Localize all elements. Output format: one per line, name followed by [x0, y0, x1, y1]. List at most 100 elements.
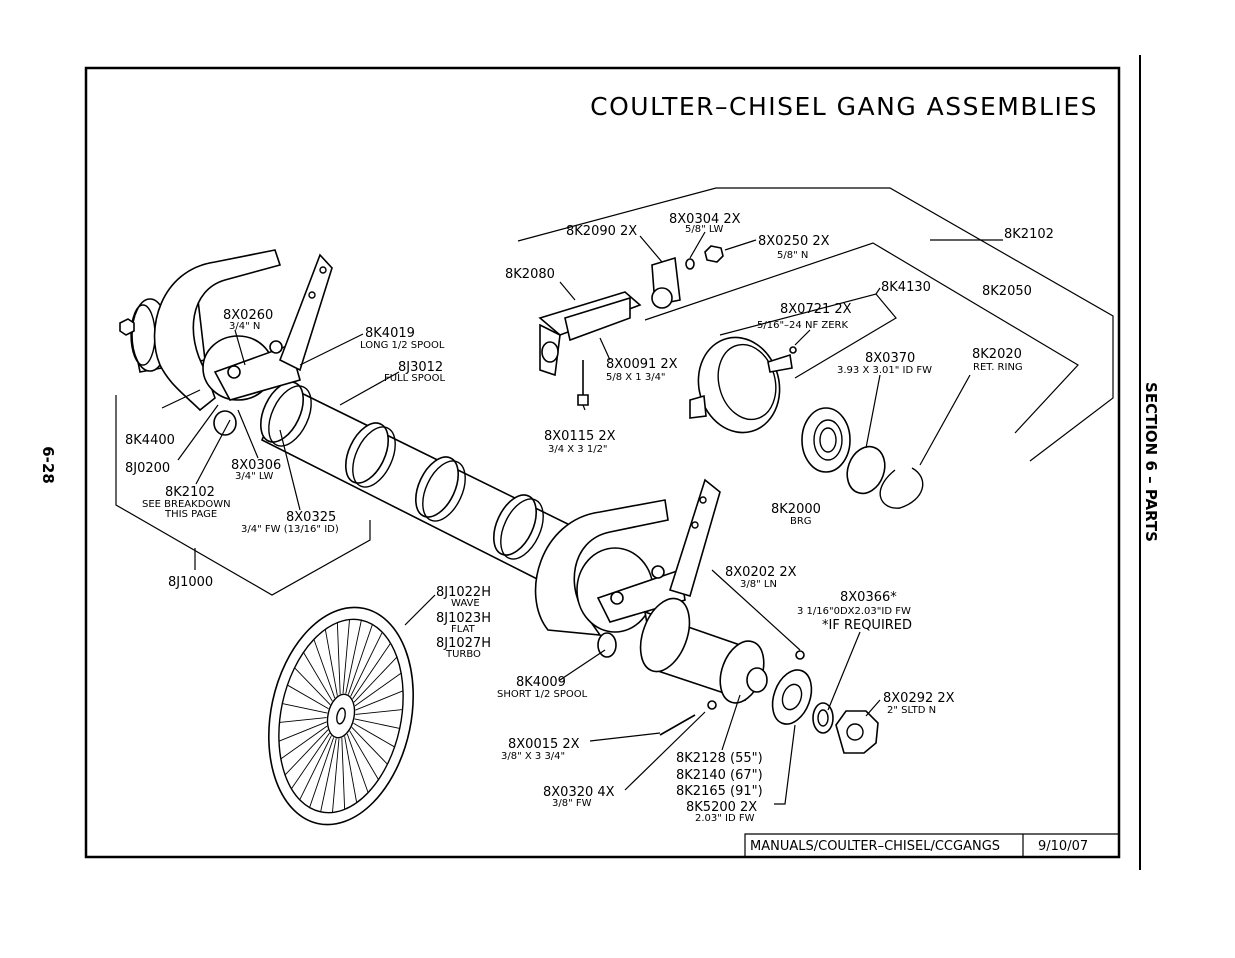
diagram-border — [84, 66, 1121, 859]
disc-spoke — [347, 624, 373, 695]
part-label: 8K2140 (67") — [676, 768, 763, 783]
part-desc: 3/8" X 3 3/4" — [501, 751, 565, 762]
part-desc: 5/16"–24 NF ZERK — [757, 320, 848, 331]
part-desc: TURBO — [445, 649, 481, 660]
part-label: 8K2080 — [505, 267, 555, 282]
part-desc: WAVE — [451, 598, 480, 609]
disc-spoke — [299, 735, 332, 800]
part-desc: FULL SPOOL — [384, 373, 446, 384]
disc-spoke — [332, 738, 340, 813]
part-label: 8X0250 2X — [758, 234, 830, 249]
part-desc: THIS PAGE — [164, 509, 217, 520]
disc-spoke — [324, 629, 338, 696]
part-desc: 3/4" LW — [235, 471, 274, 482]
disc-spoke — [354, 718, 400, 729]
part-desc: 2" SLTD N — [887, 705, 936, 716]
gang-shaft-spools — [260, 381, 582, 590]
part-label: 8K2102 — [1004, 227, 1054, 242]
part-desc: 5/8 X 1 3/4" — [606, 372, 666, 383]
part-label: 8X0320 4X — [543, 785, 615, 800]
disc-spoke — [341, 737, 346, 810]
part-desc: 3 1/16"0DX2.03"ID FW — [797, 606, 911, 617]
disc-spoke — [342, 619, 350, 694]
part-desc: 3/8" FW — [552, 798, 592, 809]
part-desc: SHORT 1/2 SPOOL — [497, 689, 588, 700]
disc-spoke — [354, 672, 402, 707]
disc-spoke — [351, 726, 388, 765]
part-label: 8X0091 2X — [606, 357, 678, 372]
part-desc: BRG — [790, 516, 812, 527]
part-desc: LONG 1/2 SPOOL — [360, 340, 445, 351]
disc-spoke — [278, 721, 327, 742]
part-desc: 3/4 X 3 1/2" — [548, 444, 608, 455]
disc-spoke — [294, 667, 331, 706]
disc-spoke — [313, 639, 336, 699]
part-label: 8K4400 — [125, 433, 175, 448]
end-hardware — [659, 650, 879, 754]
disc-spoke — [284, 729, 329, 776]
bearing-hub-parts — [538, 245, 924, 509]
disc-blade — [268, 606, 414, 826]
part-note: *IF REQUIRED — [822, 618, 912, 633]
part-label: 8J1023H — [436, 611, 491, 626]
part-desc: 3.93 X 3.01" ID FW — [837, 365, 932, 376]
part-label: 8K2102 — [165, 485, 215, 500]
part-label: 8K4009 — [516, 675, 566, 690]
part-label: 8X0306 — [231, 458, 281, 473]
part-label: 8X0015 2X — [508, 737, 580, 752]
part-label: 8J1000 — [168, 575, 213, 590]
part-label: 8X0304 2X — [669, 212, 741, 227]
diagram-title: COULTER–CHISEL GANG ASSEMBLIES — [590, 92, 1098, 121]
part-desc: SEE BREAKDOWN — [142, 499, 231, 510]
disc-spoke — [355, 709, 403, 715]
section-label: SECTION 6 – PARTS — [1142, 382, 1160, 542]
disc-spoke — [320, 738, 337, 812]
part-label: 8K2050 — [982, 284, 1032, 299]
part-desc: 5/8" N — [777, 250, 808, 261]
part-label: 8K2020 — [972, 347, 1022, 362]
part-label: 8K4130 — [881, 280, 931, 295]
page-number: 6-28 — [39, 446, 57, 484]
part-label: 8X0366* — [840, 590, 897, 605]
part-label: 8J1027H — [436, 636, 491, 651]
part-label: 8X0721 2X — [780, 302, 852, 317]
part-label: 8K2165 (91") — [676, 784, 763, 799]
leader-lines — [161, 231, 1003, 805]
part-label: 8X0325 — [286, 510, 336, 525]
part-labels: 8K2102 8K2090 2X 8X0304 2X 5/8" LW 8X025… — [125, 212, 1054, 824]
part-label: 8K2090 2X — [566, 224, 637, 239]
part-label: 8X0292 2X — [883, 691, 955, 706]
part-desc: FLAT — [451, 624, 476, 635]
part-label: 8K4019 — [365, 326, 415, 341]
disc-spoke — [349, 730, 379, 780]
part-desc: 5/8" LW — [685, 224, 724, 235]
group-outlines — [115, 187, 1114, 596]
disc-spoke — [344, 736, 358, 803]
disc-spoke — [345, 620, 362, 694]
disc-spoke — [279, 717, 327, 723]
part-label: 8X0115 2X — [544, 429, 616, 444]
part-desc: RET. RING — [973, 362, 1023, 373]
part-label: 8J3012 — [398, 360, 443, 375]
part-desc: 3/4" N — [229, 321, 260, 332]
part-desc: 3/4" FW (13/16" ID) — [241, 524, 339, 535]
right-bearing-assembly — [534, 478, 768, 704]
part-label: 8J0200 — [125, 461, 170, 476]
disc-spoke — [282, 703, 328, 714]
disc-spoke — [287, 684, 329, 710]
part-label: 8J1022H — [436, 585, 491, 600]
disc-spoke — [353, 656, 398, 703]
disc-spoke — [352, 642, 391, 700]
part-desc: 3/8" LN — [740, 579, 777, 590]
disc-spoke — [350, 632, 383, 697]
footer-date: 9/10/07 — [1038, 839, 1088, 854]
part-label: 8X0260 — [223, 308, 273, 323]
disc-spoke — [291, 732, 330, 790]
disc-spoke — [355, 690, 404, 711]
disc-spoke — [346, 733, 369, 793]
disc-spoke — [303, 652, 333, 702]
disc-spoke — [309, 737, 335, 808]
footer-path: MANUALS/COULTER–CHISEL/CCGANGS — [750, 839, 1000, 854]
disc-spoke — [336, 622, 341, 695]
